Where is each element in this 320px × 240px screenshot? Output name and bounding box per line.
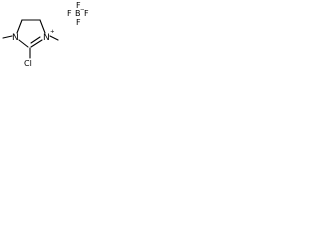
atom-f-left: F <box>67 9 72 18</box>
atom-f-bottom: F <box>76 18 81 27</box>
tetrafluoroborate-anion: F F B − F F <box>67 1 89 27</box>
bond-c2-n3 <box>30 39 43 48</box>
boron-charge: − <box>80 7 85 13</box>
bond-c5-n1 <box>16 19 23 34</box>
atom-boron: B <box>75 9 81 18</box>
bond-c4-n3 <box>39 19 46 34</box>
atom-f-right: F <box>84 9 89 18</box>
atom-n3: N <box>43 33 50 43</box>
bond-n3-methyl <box>49 35 59 41</box>
atom-f-top: F <box>76 1 81 10</box>
atom-chlorine: Cl <box>24 59 32 68</box>
n3-charge: + <box>50 29 55 35</box>
atom-n1: N <box>12 33 19 43</box>
bond-n1-methyl <box>2 35 13 39</box>
structure-canvas: N N + Cl F F B − F F <box>0 0 93 78</box>
bond-n1-c2 <box>18 39 29 48</box>
bond-c2-n3-double <box>30 36 41 44</box>
chemical-structure-drawing: N N + Cl F F B − F F <box>2 1 89 68</box>
imidazolinium-cation: N N + Cl <box>2 19 59 68</box>
